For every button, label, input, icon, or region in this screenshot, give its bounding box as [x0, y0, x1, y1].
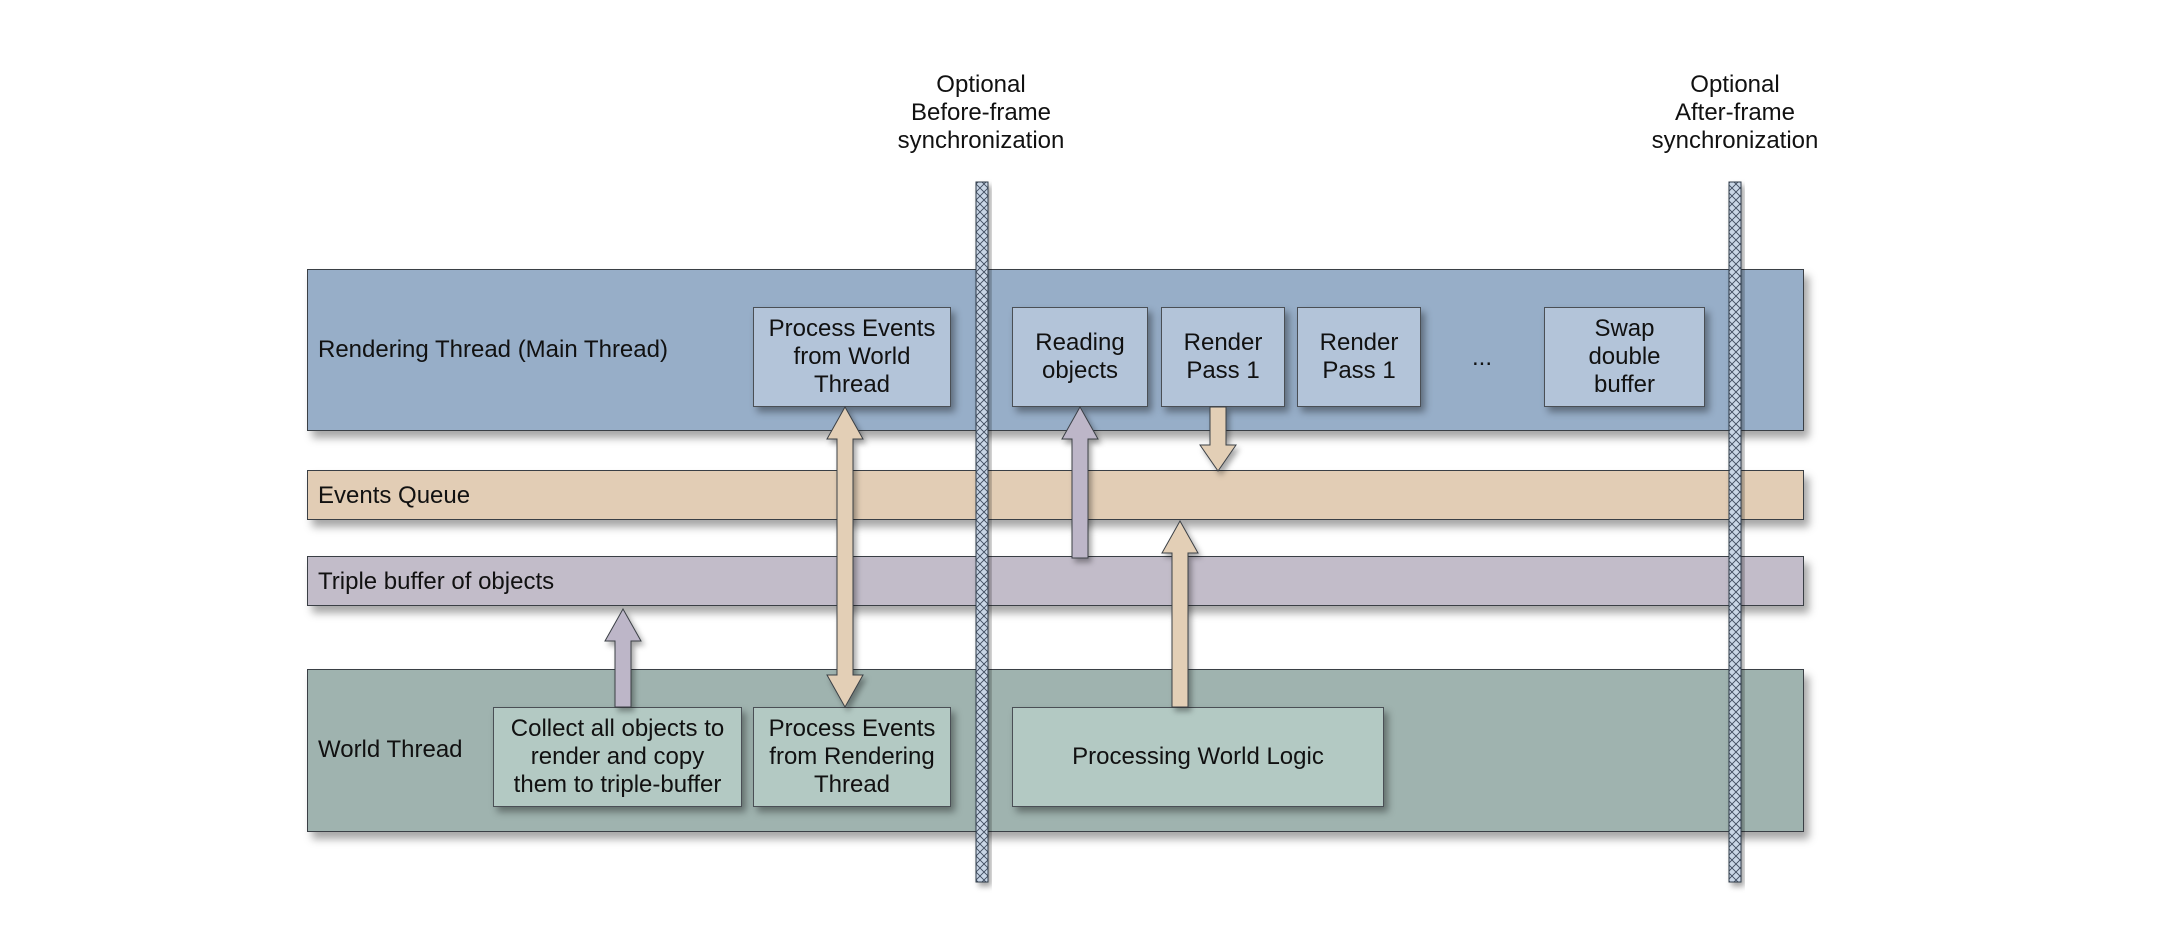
ellipsis-label: ...	[1472, 344, 1493, 371]
render-pass-text-1: Render Pass 1	[1183, 329, 1263, 384]
before-frame-sync-label: Optional Before-frame synchronization	[897, 71, 1065, 154]
process-events-from-rendering-text: Process Events from Rendering Thread	[768, 715, 936, 798]
events-queue-band: Events Queue	[307, 470, 1804, 520]
rendering-thread-label: Rendering Thread (Main Thread)	[318, 336, 668, 363]
collect-objects-box: Collect all objects to render and copy t…	[493, 707, 742, 807]
triple-buffer-label: Triple buffer of objects	[318, 568, 555, 595]
process-events-from-world-text: Process Events from World Thread	[768, 315, 936, 398]
process-events-from-rendering-box: Process Events from Rendering Thread	[753, 707, 951, 807]
collect-objects-text: Collect all objects to render and copy t…	[510, 715, 725, 798]
events-queue-label: Events Queue	[318, 482, 471, 509]
process-events-from-world-box: Process Events from World Thread	[753, 307, 951, 407]
processing-world-logic-box: Processing World Logic	[1012, 707, 1384, 807]
render-pass-box-1: Render Pass 1	[1161, 307, 1285, 407]
world-thread-label: World Thread	[318, 736, 463, 763]
reading-objects-box: Reading objects	[1012, 307, 1148, 407]
processing-world-logic-text: Processing World Logic	[1072, 743, 1324, 770]
after-frame-sync-label: Optional After-frame synchronization	[1651, 71, 1819, 154]
swap-double-buffer-text: Swap double buffer	[1588, 315, 1661, 398]
swap-double-buffer-box: Swap double buffer	[1544, 307, 1705, 407]
render-pass-box-2: Render Pass 1	[1297, 307, 1421, 407]
triple-buffer-band: Triple buffer of objects	[307, 556, 1804, 606]
reading-objects-text: Reading objects	[1035, 329, 1125, 384]
render-pass-text-2: Render Pass 1	[1319, 329, 1399, 384]
